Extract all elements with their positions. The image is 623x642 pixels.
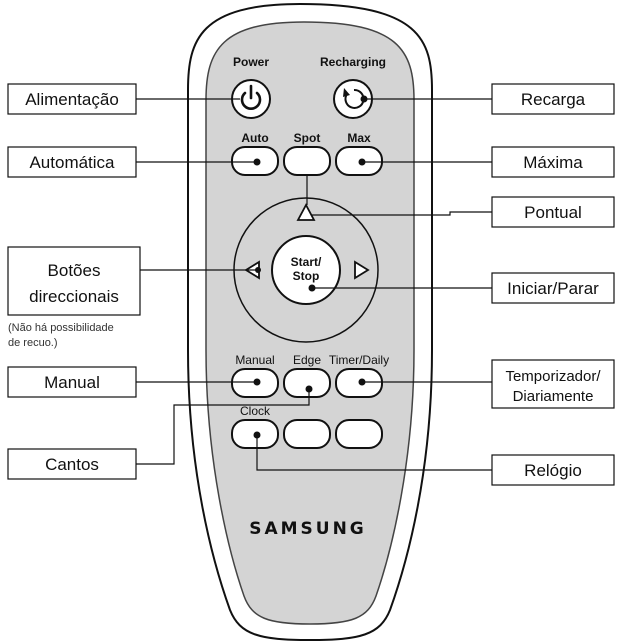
callout-manual-text: Manual xyxy=(44,373,100,392)
recharging-label: Recharging xyxy=(320,55,386,69)
callout-automatica-text: Automática xyxy=(29,153,115,172)
callout-alimentacao xyxy=(7,83,137,115)
spot-button[interactable] xyxy=(283,146,331,176)
callout-botoes-direccionais xyxy=(7,246,141,316)
callout-cantos-text: Cantos xyxy=(45,455,99,474)
start-stop-label-line1: Start/ xyxy=(291,255,322,269)
callout-maxima xyxy=(491,146,615,178)
power-icon xyxy=(240,91,262,110)
callout-manual xyxy=(7,366,137,398)
up-arrow-icon[interactable] xyxy=(296,203,316,221)
note-line1: (Não há possibilidade xyxy=(8,322,114,334)
blank-button-1[interactable] xyxy=(283,419,331,449)
callout-temporizador-text-line2: Diariamente xyxy=(513,388,594,405)
right-arrow-icon[interactable] xyxy=(354,260,370,280)
callout-automatica xyxy=(7,146,137,178)
callout-cantos xyxy=(7,448,137,480)
callout-pontual xyxy=(491,196,615,228)
brand-logo: SAMSUNG xyxy=(249,519,367,539)
blank-button-2[interactable] xyxy=(335,419,383,449)
start-stop-label-line2: Stop xyxy=(293,269,320,283)
leader-lines xyxy=(136,98,492,471)
callout-relogio-text: Relógio xyxy=(524,461,582,480)
callout-botoes-text-line1: Botões xyxy=(48,261,101,280)
callout-recarga-text: Recarga xyxy=(521,90,586,109)
callouts: Alimentação Recarga Automática Máxima Po… xyxy=(7,83,615,486)
callout-alimentacao-text: Alimentação xyxy=(25,90,119,109)
edge-button[interactable] xyxy=(283,368,331,398)
callout-temporizador-text-line1: Temporizador/ xyxy=(505,368,601,385)
callout-botoes-text-line2: direccionais xyxy=(29,287,119,306)
callout-iniciar-parar-text: Iniciar/Parar xyxy=(507,279,599,298)
callout-temporizador xyxy=(491,359,615,409)
callout-maxima-text: Máxima xyxy=(523,153,583,172)
callout-recarga xyxy=(491,83,615,115)
edge-label: Edge xyxy=(293,353,321,367)
callout-pontual-text: Pontual xyxy=(524,203,582,222)
clock-label: Clock xyxy=(240,404,271,418)
max-label: Max xyxy=(347,131,371,145)
callout-iniciar-parar xyxy=(491,272,615,304)
recharge-icon xyxy=(344,88,365,109)
start-stop-button[interactable] xyxy=(271,235,341,305)
spot-label: Spot xyxy=(294,131,321,145)
auto-label: Auto xyxy=(241,131,268,145)
recharge-arrow-icon xyxy=(343,88,350,97)
power-label: Power xyxy=(233,55,269,69)
manual-label: Manual xyxy=(235,353,274,367)
note-line2: de recuo.) xyxy=(8,337,58,349)
callout-relogio xyxy=(491,454,615,486)
timer-daily-label: Timer/Daily xyxy=(329,353,389,367)
